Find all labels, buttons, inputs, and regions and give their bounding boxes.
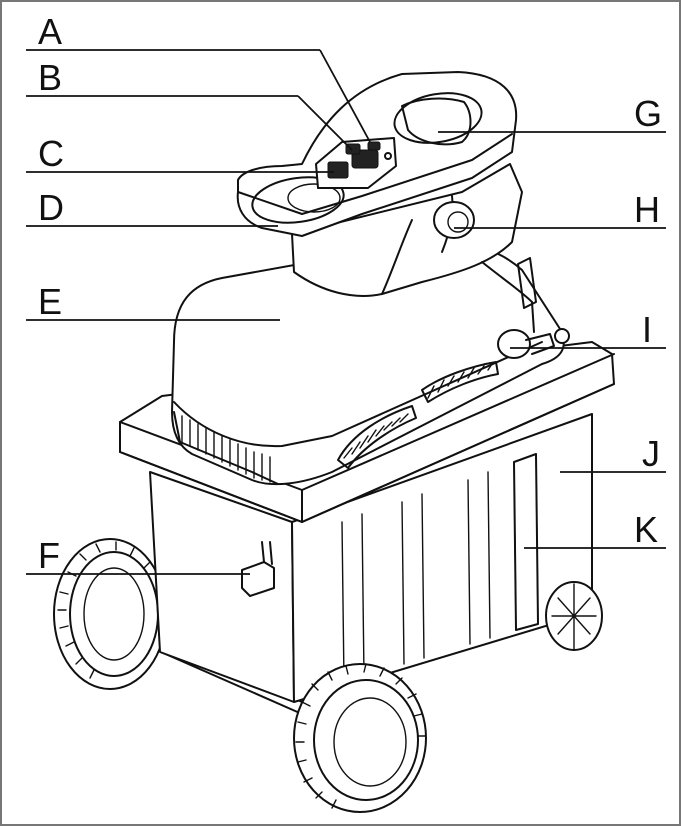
collection-box — [149, 413, 593, 703]
label-i: I — [642, 309, 652, 350]
label-k: K — [634, 509, 658, 550]
label-e: E — [38, 281, 62, 322]
label-h: H — [634, 189, 660, 230]
switch-panel — [315, 137, 397, 189]
label-c: C — [38, 133, 64, 174]
knob-h — [433, 201, 475, 239]
label-f: F — [38, 535, 60, 576]
leader-lines — [26, 49, 666, 575]
label-a: A — [38, 11, 62, 52]
knob-i — [497, 328, 570, 359]
right-rear-wheel — [545, 581, 603, 651]
label-d: D — [38, 187, 64, 228]
label-j: J — [642, 433, 660, 474]
label-g: G — [634, 93, 662, 134]
label-b: B — [38, 57, 62, 98]
front-wheel — [293, 663, 427, 813]
left-wheel — [53, 538, 167, 690]
switch-f — [241, 541, 275, 597]
